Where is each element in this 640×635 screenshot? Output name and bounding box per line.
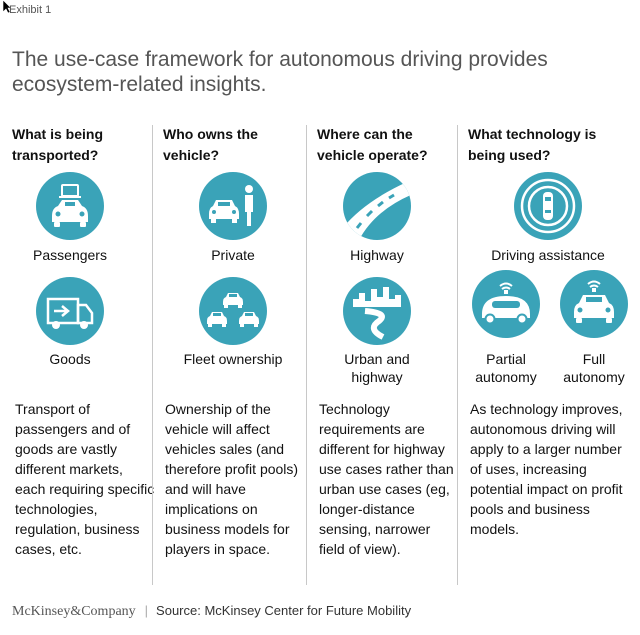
- column-description: As technology improves, autonomous drivi…: [470, 401, 623, 537]
- item-label: Urban and highway: [344, 351, 410, 385]
- page-title: The use-case framework for autonomous dr…: [12, 48, 548, 96]
- exhibit-label: Exhibit 1: [9, 4, 52, 16]
- column-technology: What technology is being used? Driving a…: [468, 122, 636, 582]
- footer-separator: |: [144, 603, 149, 618]
- column-description: Ownership of the vehicle will affect veh…: [165, 401, 299, 557]
- item-label: Goods: [49, 351, 91, 367]
- column-divider: [306, 125, 307, 585]
- car-with-person-icon: [199, 172, 267, 240]
- column-question: What is being transported?: [12, 126, 103, 163]
- autonomous-car-icon: [560, 270, 628, 338]
- car-fleet-icon: [199, 277, 267, 345]
- column-ownership: Who owns the vehicle? Private Fleet owne…: [163, 122, 303, 582]
- brand-logo: McKinsey&Company: [12, 604, 136, 619]
- column-description: Technology requirements are different fo…: [319, 401, 454, 557]
- column-description: Transport of passengers and of goods are…: [15, 401, 155, 557]
- delivery-truck-icon: [36, 277, 104, 345]
- column-divider: [152, 125, 153, 585]
- footer: McKinsey&Company | Source: McKinsey Center…: [12, 603, 411, 620]
- column-question: Who owns the vehicle?: [163, 126, 258, 163]
- mouse-cursor-icon: [2, 0, 12, 14]
- item-label: Highway: [350, 247, 404, 263]
- column-question: Where can the vehicle operate?: [317, 126, 428, 163]
- passenger-car-icon: [36, 172, 104, 240]
- item-label: Partial autonomy: [475, 351, 537, 385]
- sensor-car-icon: [514, 172, 582, 240]
- column-question: What technology is being used?: [468, 126, 597, 163]
- item-label: Passengers: [33, 247, 107, 263]
- item-label: Full autonomy: [563, 351, 625, 385]
- item-label: Fleet ownership: [183, 351, 283, 367]
- column-divider: [457, 125, 458, 585]
- item-label: Driving assistance: [491, 247, 605, 263]
- column-transported: What is being transported? Passengers Go…: [12, 122, 154, 582]
- autonomous-pod-icon: [472, 270, 540, 338]
- city-road-icon: [343, 277, 411, 345]
- item-label: Private: [211, 247, 255, 263]
- highway-road-icon: [343, 172, 411, 240]
- column-operation: Where can the vehicle operate? Highway U…: [317, 122, 457, 582]
- source-note: Source: McKinsey Center for Future Mobil…: [156, 603, 412, 618]
